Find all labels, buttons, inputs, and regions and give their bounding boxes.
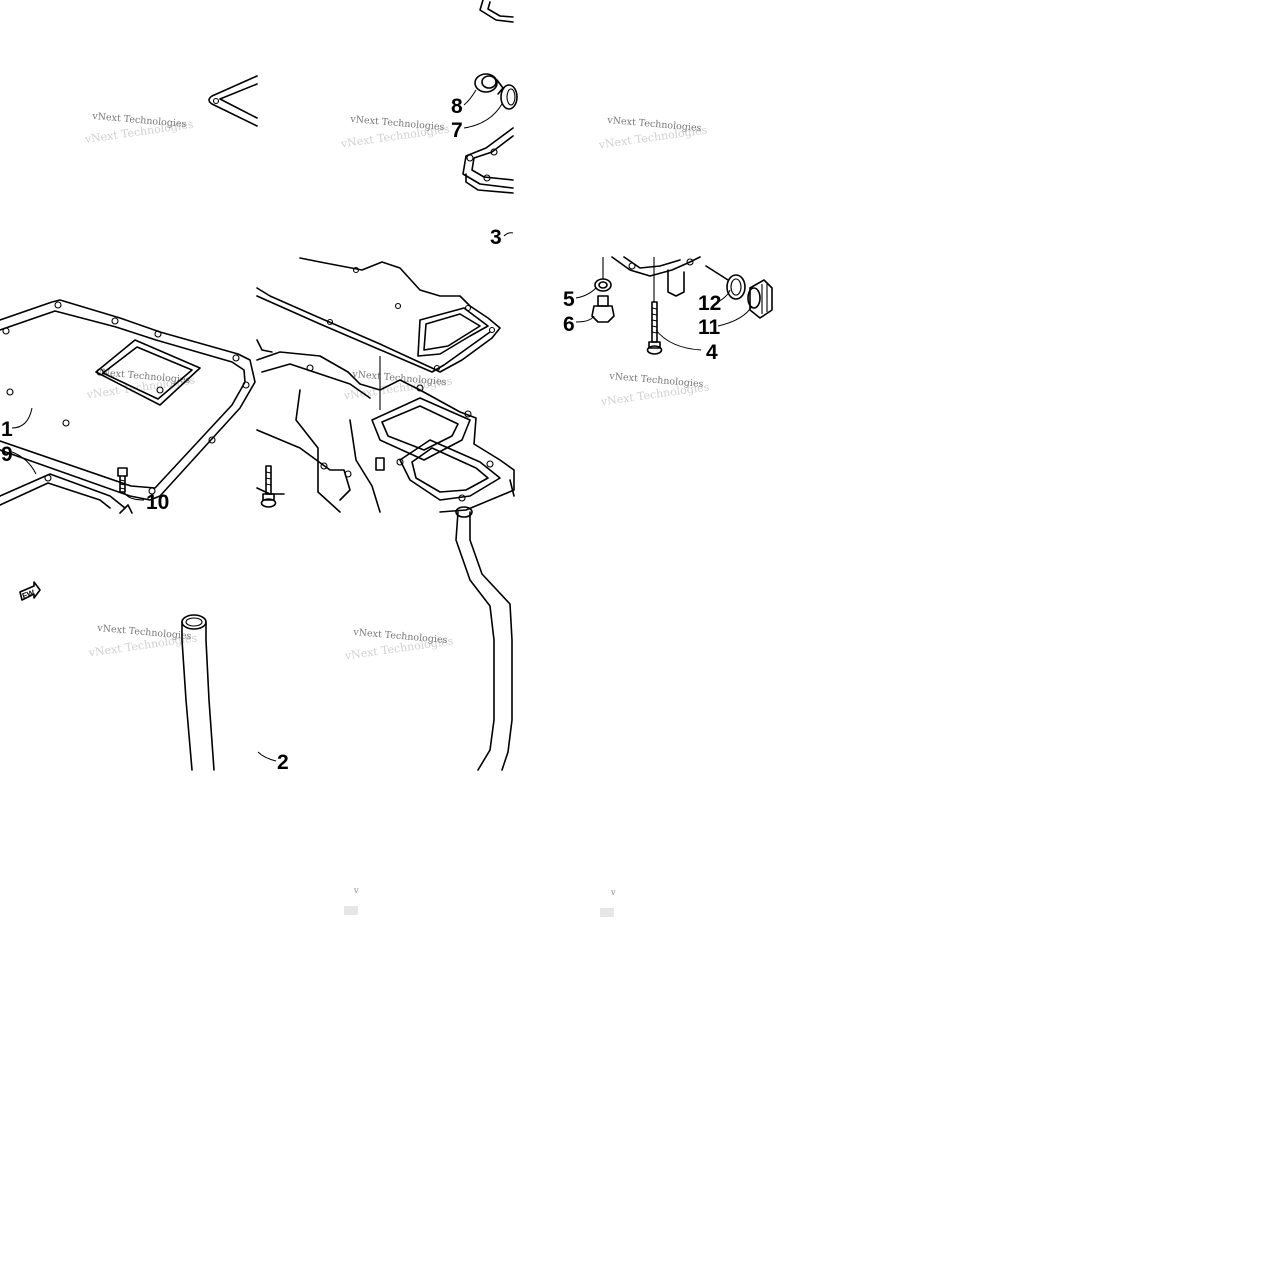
callout-3: 3 bbox=[490, 226, 502, 249]
watermark-fragment-smudge bbox=[344, 906, 358, 915]
plug-part-8 bbox=[474, 73, 504, 95]
gasket-fragment-top bbox=[208, 75, 258, 127]
oil-tube bbox=[455, 479, 515, 771]
o-ring-part-12 bbox=[726, 274, 746, 300]
callouts: 1 2 3 4 5 6 7 8 9 10 11 12 bbox=[1, 95, 721, 774]
tile-gap-masks bbox=[257, 0, 263, 60]
callout-7: 7 bbox=[451, 119, 463, 142]
svg-text:FW: FW bbox=[21, 588, 36, 601]
watermark-fragment-smudge bbox=[600, 908, 614, 917]
gasket-part-9 bbox=[0, 473, 133, 514]
oil-pan-part-3 bbox=[256, 339, 515, 513]
callout-4: 4 bbox=[706, 341, 718, 364]
callout-6: 6 bbox=[563, 313, 575, 336]
watermark-fragment: v bbox=[610, 888, 616, 897]
callout-1: 1 bbox=[1, 418, 13, 441]
bolt-oil-pan bbox=[260, 465, 277, 508]
watermarks: vNext Technologies vNext Technologies vN… bbox=[83, 111, 710, 917]
washer-part-5 bbox=[594, 257, 612, 292]
callout-12: 12 bbox=[698, 292, 721, 315]
callout-2: 2 bbox=[277, 751, 289, 774]
drain-plug-part-6 bbox=[591, 295, 615, 323]
watermark-fragment: v bbox=[353, 886, 359, 895]
bolt-part-4 bbox=[646, 257, 663, 355]
dipstick-tube-part-2 bbox=[181, 614, 215, 771]
callout-8: 8 bbox=[451, 95, 463, 118]
oil-pan-fragment-top bbox=[462, 127, 514, 194]
callout-5: 5 bbox=[563, 288, 575, 311]
callout-9: 9 bbox=[1, 443, 13, 466]
o-ring-part-7 bbox=[500, 84, 518, 110]
cover-fragment-top bbox=[479, 0, 514, 23]
callout-11: 11 bbox=[698, 316, 721, 339]
oil-pan-fragment-right bbox=[611, 256, 729, 297]
bolt-part-10 bbox=[117, 467, 128, 493]
leader-lines bbox=[11, 89, 753, 762]
oil-pan-gasket bbox=[256, 257, 501, 373]
forward-arrow-icon: FW bbox=[19, 581, 41, 601]
callout-10: 10 bbox=[146, 491, 169, 514]
plug-part-11 bbox=[747, 279, 773, 319]
gasket-part-1 bbox=[0, 299, 256, 501]
